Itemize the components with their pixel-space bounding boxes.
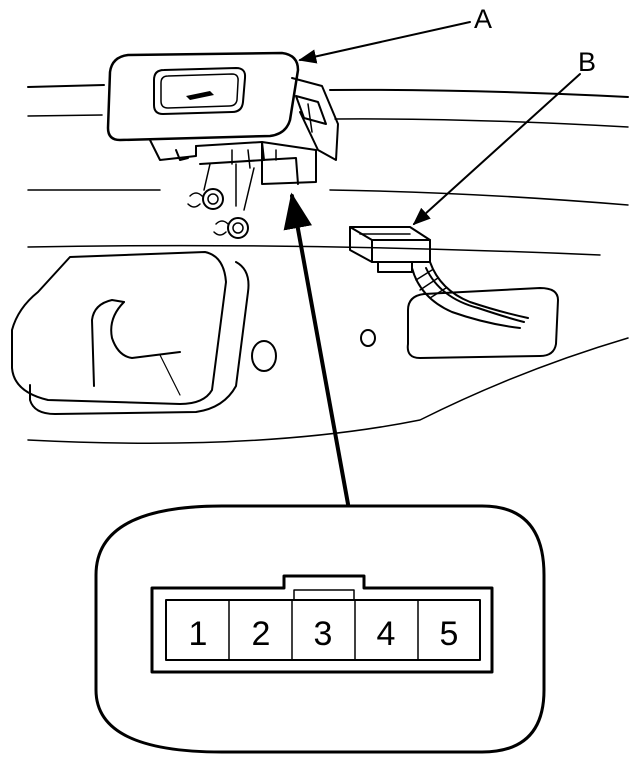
wire-harness [411, 261, 529, 329]
pin-number-4: 4 [377, 615, 396, 653]
connector-view-bubble [94, 504, 546, 754]
panel-contour-lines [27, 84, 629, 444]
panel-hole-right [360, 329, 376, 347]
pin-number-2: 2 [252, 615, 271, 653]
switch-assembly [106, 51, 339, 211]
harness-recess [406, 287, 559, 359]
arrow-connector-view [283, 192, 350, 506]
panel-hole-left [251, 340, 277, 372]
clips [187, 188, 249, 239]
connector-face: 1 2 3 4 5 [150, 574, 494, 674]
pin-number-3: 3 [314, 615, 333, 653]
handle-recess [11, 251, 250, 415]
harness-connector [349, 226, 431, 273]
arrow-a [298, 21, 471, 64]
pin-number-5: 5 [440, 615, 459, 653]
pin-number-1: 1 [189, 615, 208, 653]
arrow-b [412, 73, 581, 226]
label-a: A [474, 4, 492, 34]
label-b: B [578, 47, 596, 77]
